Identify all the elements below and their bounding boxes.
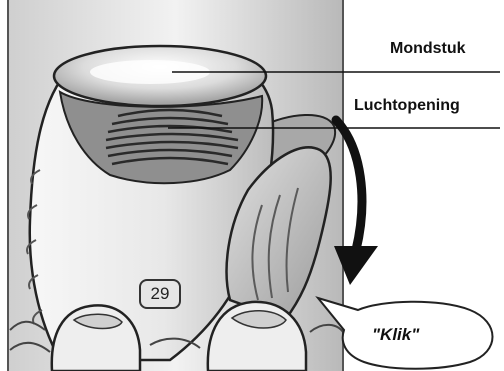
dose-counter: 29 [143, 284, 177, 304]
air-vent-label: Luchtopening [354, 97, 460, 115]
click-sound-label: "Klik" [372, 325, 419, 345]
mouthpiece-label: Mondstuk [390, 40, 466, 58]
